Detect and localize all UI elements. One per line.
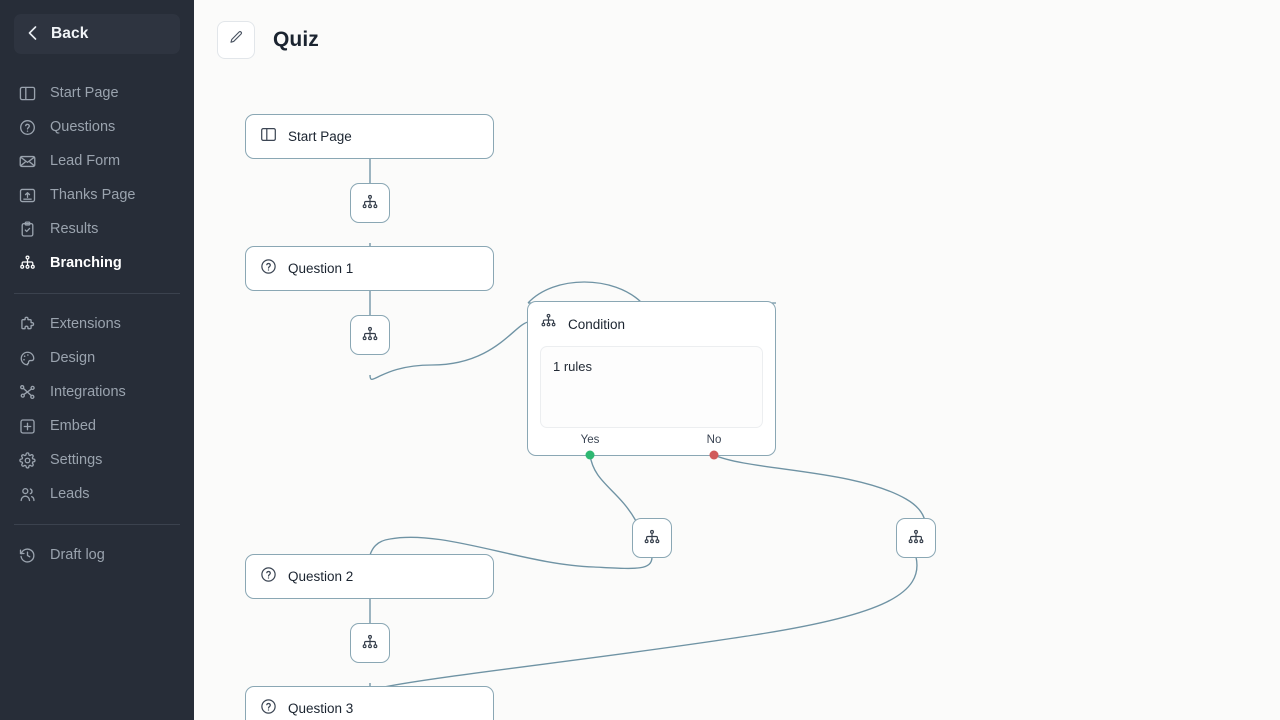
plus-box-icon bbox=[18, 417, 37, 436]
sidebar-item-label: Draft log bbox=[50, 547, 105, 563]
branch-icon bbox=[908, 529, 924, 544]
sidebar-item-label: Settings bbox=[50, 452, 103, 468]
flow-node-label: Question 3 bbox=[288, 701, 354, 716]
handle-label-no: No bbox=[706, 434, 722, 446]
sidebar-item-leads[interactable]: Leads bbox=[14, 477, 180, 511]
sidebar-item-label: Extensions bbox=[50, 316, 121, 332]
sidebar-divider-2 bbox=[14, 524, 180, 525]
sidebar-item-label: Embed bbox=[50, 418, 96, 434]
sidebar-item-label: Integrations bbox=[50, 384, 126, 400]
history-icon bbox=[18, 546, 37, 565]
branch-icon bbox=[644, 529, 660, 544]
sidebar-item-label: Start Page bbox=[50, 85, 119, 101]
flow-node-label: Question 2 bbox=[288, 569, 354, 584]
branch-connector-4[interactable] bbox=[896, 518, 936, 558]
puzzle-icon bbox=[18, 315, 37, 334]
gear-icon bbox=[18, 451, 37, 470]
sidebar-item-branching[interactable]: Branching bbox=[14, 246, 180, 280]
envelope-icon bbox=[18, 152, 37, 171]
main-area: Quiz bbox=[194, 0, 1280, 720]
back-button-label: Back bbox=[51, 25, 89, 42]
sidebar-item-extensions[interactable]: Extensions bbox=[14, 307, 180, 341]
sidebar-item-questions[interactable]: Questions bbox=[14, 110, 180, 144]
sidebar-item-label: Results bbox=[50, 221, 99, 237]
clipboard-icon bbox=[18, 220, 37, 239]
condition-title: Condition bbox=[568, 316, 626, 332]
branch-icon bbox=[18, 254, 37, 273]
handle-label-yes: Yes bbox=[580, 434, 600, 446]
branching-canvas[interactable]: Start Page Question 1 bbox=[194, 79, 1280, 720]
branch-connector-1[interactable] bbox=[350, 183, 390, 223]
sidebar-item-draft-log[interactable]: Draft log bbox=[14, 538, 180, 572]
condition-rules-count: 1 rules bbox=[553, 359, 593, 374]
branch-connector-2[interactable] bbox=[350, 315, 390, 355]
sidebar-item-settings[interactable]: Settings bbox=[14, 443, 180, 477]
branch-icon bbox=[362, 326, 378, 341]
sidebar-item-label: Branching bbox=[50, 255, 122, 271]
sidebar-item-results[interactable]: Results bbox=[14, 212, 180, 246]
branch-connector-3[interactable] bbox=[632, 518, 672, 558]
sidebar-item-label: Leads bbox=[50, 486, 90, 502]
sidebar-divider bbox=[14, 293, 180, 294]
sidebar-item-integrations[interactable]: Integrations bbox=[14, 375, 180, 409]
chevron-left-icon bbox=[28, 25, 37, 43]
flow-node-label: Question 1 bbox=[288, 261, 354, 276]
back-button[interactable]: Back bbox=[14, 14, 180, 54]
sidebar-item-thanks-page[interactable]: Thanks Page bbox=[14, 178, 180, 212]
flow-node-label: Start Page bbox=[288, 129, 352, 144]
handle-dot-no[interactable] bbox=[709, 450, 719, 460]
sidebar-item-label: Lead Form bbox=[50, 153, 121, 169]
branch-icon bbox=[362, 634, 378, 649]
question-icon bbox=[260, 566, 277, 588]
branch-icon bbox=[540, 313, 557, 335]
question-icon bbox=[260, 258, 277, 280]
flow-node-question-1[interactable]: Question 1 bbox=[245, 246, 494, 291]
condition-header: Condition bbox=[528, 302, 775, 346]
sidebar-item-lead-form[interactable]: Lead Form bbox=[14, 144, 180, 178]
condition-rules-box[interactable]: 1 rules bbox=[540, 346, 763, 428]
branch-connector-5[interactable] bbox=[350, 623, 390, 663]
sidebar-item-start-page[interactable]: Start Page bbox=[14, 76, 180, 110]
handle-dot-yes[interactable] bbox=[585, 450, 595, 460]
sidebar: Back Start Page Questions Lead Form bbox=[0, 0, 194, 720]
page-title: Quiz bbox=[273, 27, 319, 51]
branch-icon bbox=[362, 194, 378, 209]
sidebar-item-label: Questions bbox=[50, 119, 116, 135]
question-icon bbox=[18, 118, 37, 137]
nodes-icon bbox=[18, 383, 37, 402]
flow-node-question-3[interactable]: Question 3 bbox=[245, 686, 494, 720]
question-icon bbox=[260, 698, 277, 720]
flow-node-condition[interactable]: Condition 1 rules bbox=[527, 301, 776, 456]
pencil-icon bbox=[229, 30, 244, 50]
panel-icon bbox=[18, 84, 37, 103]
sidebar-nav-secondary: Extensions Design Integrations Embed bbox=[0, 307, 194, 511]
sidebar-item-design[interactable]: Design bbox=[14, 341, 180, 375]
flow-node-question-2[interactable]: Question 2 bbox=[245, 554, 494, 599]
thanks-icon bbox=[18, 186, 37, 205]
panel-icon bbox=[260, 126, 277, 148]
edit-title-button[interactable] bbox=[217, 20, 255, 59]
sidebar-nav-tertiary: Draft log bbox=[0, 538, 194, 572]
flow-node-start-page[interactable]: Start Page bbox=[245, 114, 494, 159]
sidebar-item-label: Design bbox=[50, 350, 96, 366]
sidebar-nav-primary: Start Page Questions Lead Form Thanks Pa… bbox=[0, 76, 194, 280]
page-header: Quiz bbox=[194, 0, 1280, 79]
users-icon bbox=[18, 485, 37, 504]
sidebar-item-embed[interactable]: Embed bbox=[14, 409, 180, 443]
palette-icon bbox=[18, 349, 37, 368]
sidebar-item-label: Thanks Page bbox=[50, 187, 136, 203]
